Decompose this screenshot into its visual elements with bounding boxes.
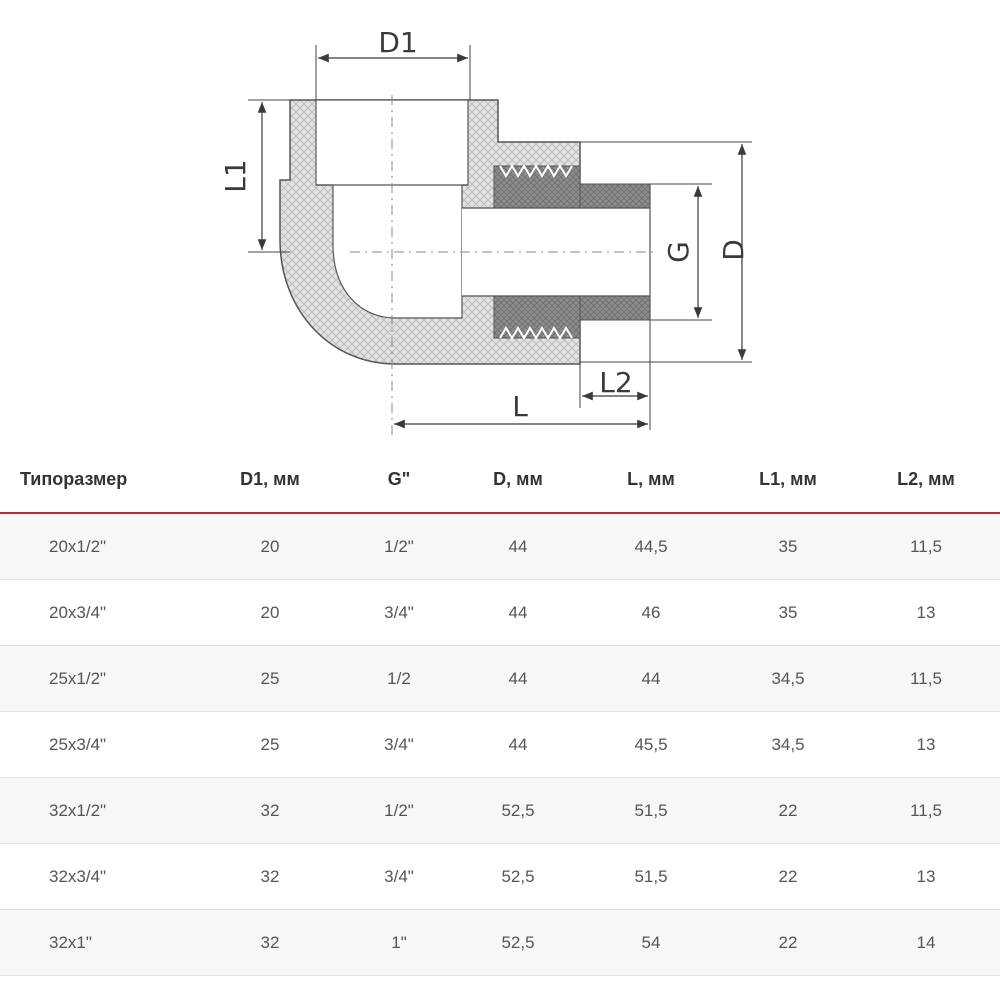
d1-label: D1 bbox=[378, 26, 417, 59]
cell-d1: 32 bbox=[200, 777, 340, 844]
size-table: Типоразмер D1, мм G" D, мм L, мм L1, мм … bbox=[0, 446, 1000, 976]
cell-d: 52,5 bbox=[458, 777, 578, 844]
cell-l1: 34,5 bbox=[724, 645, 852, 712]
fitting-drawing: D1 L1 G D L2 L bbox=[0, 0, 1000, 440]
table-row: 20x1/2" 20 1/2" 44 44,5 35 11,5 bbox=[0, 513, 1000, 580]
cell-l: 44,5 bbox=[578, 513, 724, 580]
cell-size: 20x1/2" bbox=[0, 513, 200, 580]
cell-l: 46 bbox=[578, 579, 724, 646]
cell-g: 1/2 bbox=[340, 645, 458, 712]
cell-l2: 13 bbox=[852, 579, 1000, 646]
l1-label: L1 bbox=[219, 159, 252, 192]
cell-d1: 32 bbox=[200, 843, 340, 910]
cell-l1: 35 bbox=[724, 579, 852, 646]
cell-g: 1" bbox=[340, 909, 458, 976]
cell-d: 44 bbox=[458, 579, 578, 646]
cell-d1: 32 bbox=[200, 909, 340, 976]
cell-g: 1/2" bbox=[340, 513, 458, 580]
cell-l2: 14 bbox=[852, 909, 1000, 976]
table-row: 32x3/4" 32 3/4" 52,5 51,5 22 13 bbox=[0, 843, 1000, 910]
header-size: Типоразмер bbox=[0, 446, 200, 514]
header-d1: D1, мм bbox=[200, 446, 340, 514]
header-d: D, мм bbox=[458, 446, 578, 514]
cell-size: 32x1" bbox=[0, 909, 200, 976]
l-label: L bbox=[512, 390, 528, 423]
cell-l1: 22 bbox=[724, 909, 852, 976]
header-l: L, мм bbox=[578, 446, 724, 514]
table-row: 32x1" 32 1" 52,5 54 22 14 bbox=[0, 909, 1000, 976]
cell-l2: 11,5 bbox=[852, 513, 1000, 580]
table-row: 20x3/4" 20 3/4" 44 46 35 13 bbox=[0, 579, 1000, 646]
cell-l: 45,5 bbox=[578, 711, 724, 778]
cell-d: 52,5 bbox=[458, 843, 578, 910]
cell-l: 44 bbox=[578, 645, 724, 712]
cell-size: 25x1/2" bbox=[0, 645, 200, 712]
cell-d: 44 bbox=[458, 711, 578, 778]
cell-g: 3/4" bbox=[340, 843, 458, 910]
cell-g: 3/4" bbox=[340, 579, 458, 646]
table-header-row: Типоразмер D1, мм G" D, мм L, мм L1, мм … bbox=[0, 446, 1000, 514]
header-g: G" bbox=[340, 446, 458, 514]
cell-d1: 25 bbox=[200, 645, 340, 712]
elbow-fitting-diagram: D1 L1 G D L2 L bbox=[219, 26, 752, 440]
cell-size: 20x3/4" bbox=[0, 579, 200, 646]
header-l2: L2, мм bbox=[852, 446, 1000, 514]
table-row: 25x3/4" 25 3/4" 44 45,5 34,5 13 bbox=[0, 711, 1000, 778]
cell-l1: 22 bbox=[724, 777, 852, 844]
male-thread bbox=[579, 183, 651, 209]
cell-l1: 35 bbox=[724, 513, 852, 580]
table-row: 25x1/2" 25 1/2 44 44 34,5 11,5 bbox=[0, 645, 1000, 712]
cell-l1: 34,5 bbox=[724, 711, 852, 778]
cell-d1: 20 bbox=[200, 579, 340, 646]
cell-l: 51,5 bbox=[578, 777, 724, 844]
cell-size: 32x1/2" bbox=[0, 777, 200, 844]
cell-l: 51,5 bbox=[578, 843, 724, 910]
cell-d: 52,5 bbox=[458, 909, 578, 976]
cell-d1: 25 bbox=[200, 711, 340, 778]
cell-l1: 22 bbox=[724, 843, 852, 910]
header-l1: L1, мм bbox=[724, 446, 852, 514]
cell-d1: 20 bbox=[200, 513, 340, 580]
cell-l: 54 bbox=[578, 909, 724, 976]
cell-l2: 11,5 bbox=[852, 777, 1000, 844]
d-label: D bbox=[717, 239, 750, 261]
cell-g: 3/4" bbox=[340, 711, 458, 778]
cell-l2: 13 bbox=[852, 711, 1000, 778]
cell-d: 44 bbox=[458, 513, 578, 580]
cell-size: 25x3/4" bbox=[0, 711, 200, 778]
cell-l2: 11,5 bbox=[852, 645, 1000, 712]
cell-size: 32x3/4" bbox=[0, 843, 200, 910]
l2-label: L2 bbox=[599, 366, 632, 399]
cell-l2: 13 bbox=[852, 843, 1000, 910]
g-label: G bbox=[662, 241, 695, 263]
cell-g: 1/2" bbox=[340, 777, 458, 844]
cell-d: 44 bbox=[458, 645, 578, 712]
table-row: 32x1/2" 32 1/2" 52,5 51,5 22 11,5 bbox=[0, 777, 1000, 844]
